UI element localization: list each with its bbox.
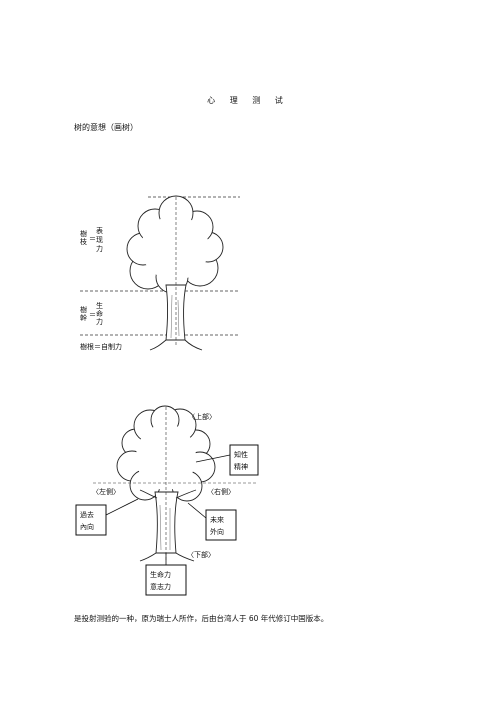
box-life xyxy=(145,564,187,596)
trunk-label: 樹 xyxy=(80,305,87,314)
tree-crown xyxy=(126,195,224,294)
root-label: 樹根＝自制力 xyxy=(80,342,122,351)
trunk-label-2: 幹 xyxy=(80,313,87,322)
section-subtitle: 树的意想（画树） xyxy=(74,123,138,132)
crown-meaning-3: 力 xyxy=(96,244,103,253)
label-left: 〈左側〉 xyxy=(92,487,120,496)
footer-paragraph: 是投射测验的一种，原为瑞士人所作，后由台湾人于 60 年代修订中国版本。 xyxy=(74,614,329,623)
equals-2: ＝ xyxy=(89,311,96,319)
box-intellect-line1: 知性 xyxy=(234,450,248,459)
box-future xyxy=(205,509,237,541)
page-title: 心 理 测 试 xyxy=(207,96,289,105)
crown-meaning-1: 表 xyxy=(96,226,103,235)
box-intellect-line2: 精神 xyxy=(234,462,248,471)
trunk-meaning-2: 命 xyxy=(96,309,103,318)
label-top: 〈上部〉 xyxy=(188,412,216,421)
crown-label: 樹 xyxy=(80,229,87,238)
pointer-intellect xyxy=(195,454,231,463)
box-intellect xyxy=(229,444,259,476)
tree-diagram-levels: 樹 枝 ＝ 表 现 力 樹 幹 ＝ 生 命 力 樹根＝自制力 xyxy=(80,195,240,351)
box-future-line2: 外向 xyxy=(210,527,224,536)
box-future-line1: 未來 xyxy=(210,515,224,524)
trunk-meaning-1: 生 xyxy=(96,301,103,310)
label-right: 〈右側〉 xyxy=(207,487,235,496)
box-past-line2: 內向 xyxy=(80,522,94,531)
box-past xyxy=(75,504,107,536)
pointer-past xyxy=(105,498,139,516)
tree-diagram-regions: 〈上部〉 〈左側〉 〈右側〉 〈下部〉 知性 精神 過去 內向 未來 外向 生命… xyxy=(75,405,259,596)
crown-label-2: 枝 xyxy=(80,237,87,246)
equals-1: ＝ xyxy=(89,235,96,243)
trunk-meaning-3: 力 xyxy=(96,317,103,326)
crown-meaning-2: 现 xyxy=(96,236,103,244)
label-bottom: 〈下部〉 xyxy=(187,550,215,559)
pointer-future xyxy=(187,502,207,519)
box-life-line1: 生命力 xyxy=(150,570,171,579)
box-past-line1: 過去 xyxy=(80,510,94,519)
box-life-line2: 意志力 xyxy=(150,582,171,591)
tree-trunk-2 xyxy=(139,489,197,562)
